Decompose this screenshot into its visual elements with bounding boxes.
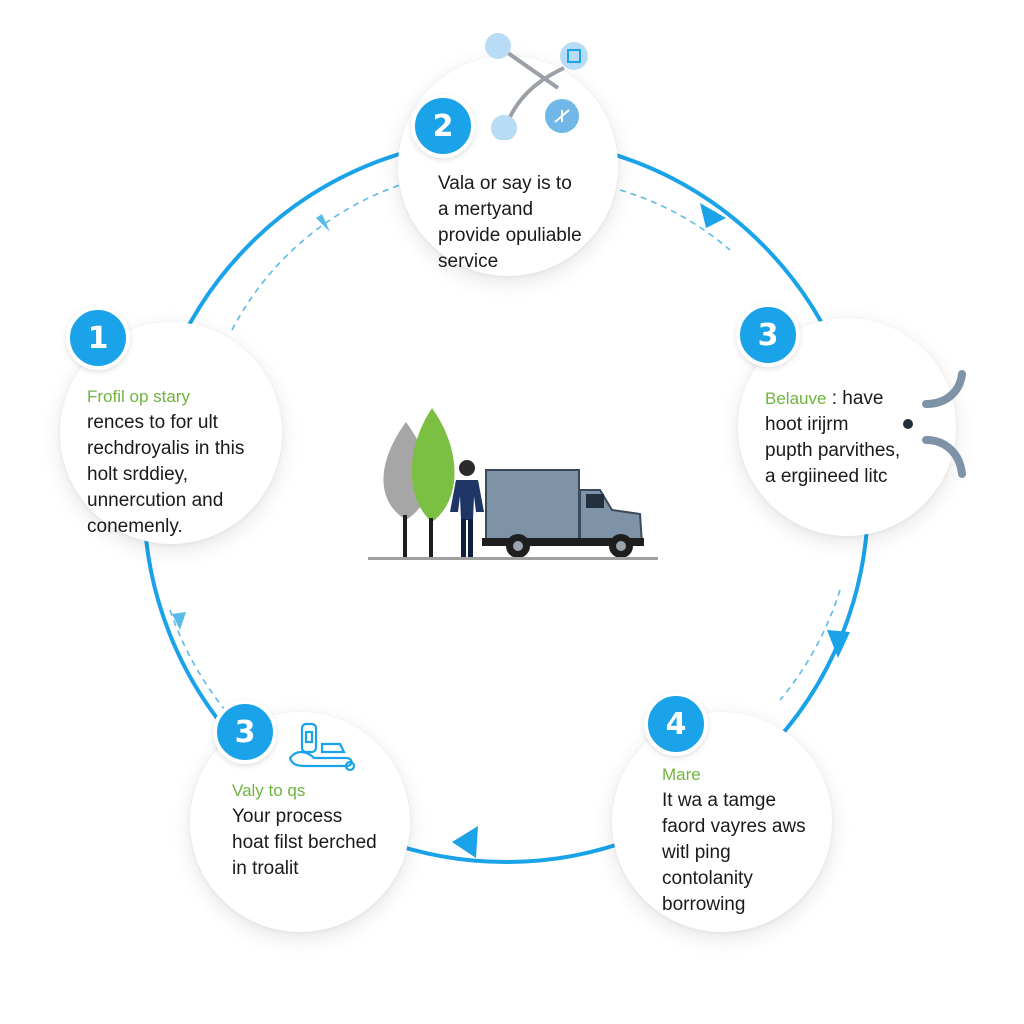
tools-icon [288, 722, 356, 772]
arrow-icon [452, 826, 478, 858]
tree-icon [383, 408, 455, 558]
step-heading: Mare [662, 765, 701, 784]
step-node [612, 712, 832, 932]
step-number-badge: 2 [411, 94, 475, 158]
ground-line [368, 557, 658, 560]
truck-icon [482, 469, 644, 558]
step-number-badge: 4 [644, 692, 708, 756]
step-node [398, 56, 618, 276]
arrow-icon [700, 203, 726, 228]
step-heading: Belauve [765, 389, 827, 408]
step-number-badge: 3 [213, 700, 277, 764]
delivery-illustration [368, 408, 658, 560]
step-text: Valy to qs Your process hoat filst berch… [232, 778, 377, 882]
step-text: Belauve : have hoot irijrm pupth parvith… [765, 388, 901, 487]
step-text: Frofil op stary rences to for ult rechdr… [87, 384, 244, 540]
step-text: Vala or say is to a mertyand provide opu… [438, 173, 582, 272]
arrow-icon [827, 630, 850, 658]
signal-icon [903, 370, 966, 478]
arrow-icon [172, 214, 330, 630]
person-icon [450, 460, 484, 557]
step-number-badge: 3 [736, 303, 800, 367]
step-heading: Valy to qs [232, 781, 306, 800]
step-number-badge: 1 [66, 306, 130, 370]
step-heading: Frofil op stary [87, 387, 190, 406]
network-icon [485, 33, 588, 140]
step-text: Mare It wa a tamge faord vayres aws witl… [662, 762, 806, 918]
